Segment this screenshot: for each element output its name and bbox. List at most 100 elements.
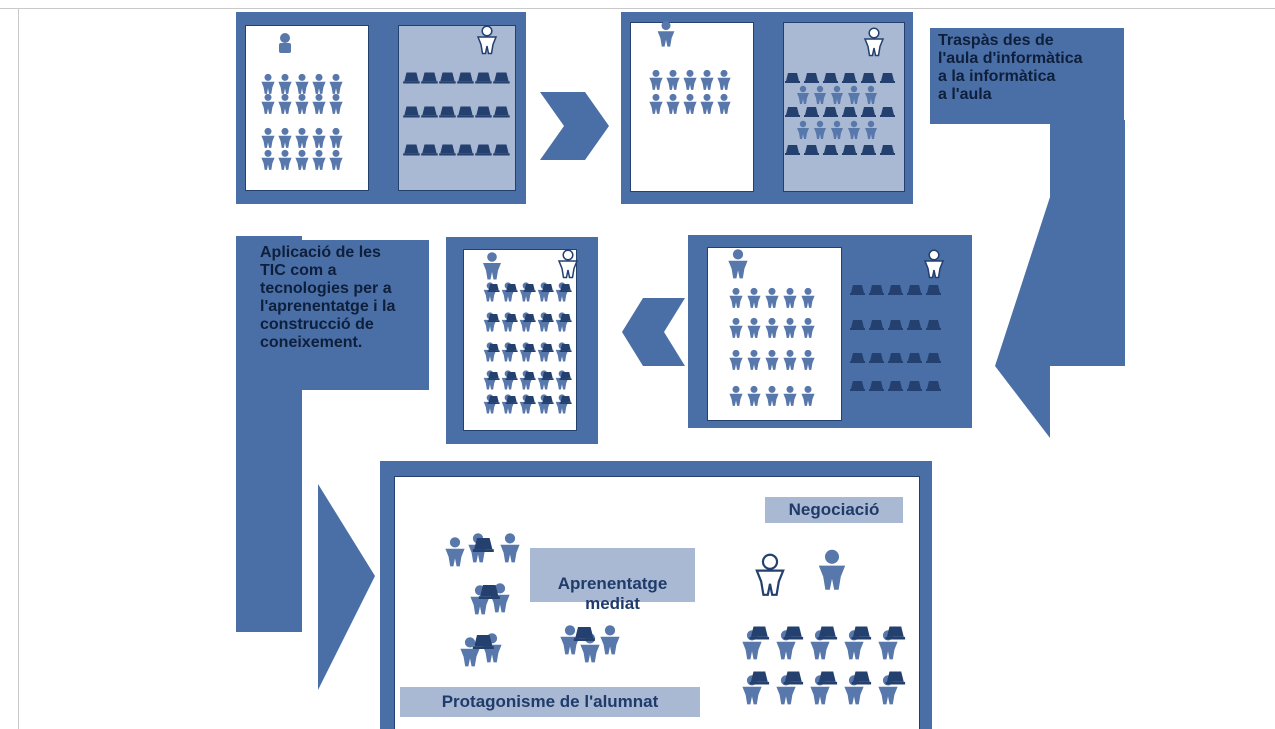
laptop-figure <box>842 73 857 83</box>
person-figure <box>818 549 846 590</box>
panel-1-computer-grid <box>403 25 510 156</box>
person-figure <box>312 73 326 94</box>
laptop-figure <box>851 671 872 685</box>
person-figure <box>500 533 520 563</box>
person-figure <box>831 120 843 139</box>
person-figure <box>747 317 761 338</box>
label-protagonisme: Protagonisme de l'alumnat <box>400 687 700 717</box>
person-figure <box>783 385 797 406</box>
person-figure <box>649 93 663 114</box>
laptop-figure <box>457 106 474 118</box>
person-figure <box>801 317 815 338</box>
laptop-figure <box>421 106 438 118</box>
laptop-figure <box>804 107 819 117</box>
laptop-figure <box>817 671 838 685</box>
laptop-figure <box>869 381 884 391</box>
laptop-figure <box>823 145 838 155</box>
laptop-figure <box>541 344 554 352</box>
person-figure <box>797 120 809 139</box>
person-figure <box>747 349 761 370</box>
chevron-right-arrow <box>540 92 609 160</box>
panel-3-computer-grid <box>850 249 945 391</box>
person-figure <box>814 120 826 139</box>
panel-2-student-grid <box>649 21 731 114</box>
laptop-figure <box>785 73 800 83</box>
person-figure <box>657 21 675 47</box>
laptop-figure <box>487 372 500 380</box>
laptop-figure <box>493 144 510 156</box>
person-figure <box>460 637 480 667</box>
laptop-figure <box>785 145 800 155</box>
person-figure <box>683 69 697 90</box>
laptop-figure <box>523 284 536 292</box>
laptop-figure <box>472 635 494 649</box>
laptop-figure <box>541 372 554 380</box>
chevron-left-arrow <box>622 298 685 366</box>
person-figure <box>765 349 779 370</box>
laptop-figure <box>850 285 865 295</box>
laptop-figure <box>749 626 770 640</box>
person-figure <box>848 120 860 139</box>
person-figure <box>765 317 779 338</box>
laptop-figure <box>457 72 474 84</box>
note-traspas-text: Traspàs des de l'aula d'informàtica a la… <box>938 32 1083 103</box>
laptop-figure <box>487 396 500 404</box>
person-figure <box>765 287 779 308</box>
laptop-figure <box>880 107 895 117</box>
laptop-figure <box>907 320 922 330</box>
person-figure <box>729 385 743 406</box>
person-figure <box>666 93 680 114</box>
laptop-figure <box>850 381 865 391</box>
person-figure <box>747 385 761 406</box>
laptop-figure <box>505 284 518 292</box>
person-figure <box>261 149 275 170</box>
panel-4-student-area <box>463 249 577 431</box>
person-figure <box>700 93 714 114</box>
label-aprenentatge: Aprenentatge mediat <box>530 548 695 613</box>
laptop-figure <box>559 372 572 380</box>
person-figure <box>729 349 743 370</box>
laptop-figure <box>861 73 876 83</box>
person-figure <box>700 69 714 90</box>
laptop-figure <box>541 284 554 292</box>
laptop-figure <box>421 144 438 156</box>
person-figure <box>728 249 748 279</box>
person-figure <box>295 93 309 114</box>
person-figure <box>765 385 779 406</box>
person-figure <box>490 583 510 613</box>
laptop-figure <box>926 353 941 363</box>
laptop-figure <box>888 381 903 391</box>
laptop-figure <box>869 320 884 330</box>
laptop-figure <box>523 344 536 352</box>
label-negociacio-text: Negociació <box>788 500 880 519</box>
laptop-figure <box>926 381 941 391</box>
frame-top-line <box>0 8 1275 9</box>
laptop-figure <box>888 353 903 363</box>
label-negociacio: Negociació <box>765 497 903 523</box>
bottom-groups <box>445 533 906 705</box>
laptop-figure <box>487 344 500 352</box>
person-figure <box>783 287 797 308</box>
person-figure <box>863 27 885 57</box>
person-figure <box>729 287 743 308</box>
laptop-figure <box>478 585 500 599</box>
laptop-figure <box>523 396 536 404</box>
laptop-figure <box>817 626 838 640</box>
person-figure <box>560 625 580 655</box>
person-figure <box>312 93 326 114</box>
laptop-figure <box>493 72 510 84</box>
laptop-figure <box>888 320 903 330</box>
note-traspas: Traspàs des de l'aula d'informàtica a la… <box>930 28 1124 124</box>
person-figure <box>329 73 343 94</box>
laptop-figure <box>403 144 420 156</box>
person-figure <box>329 93 343 114</box>
person-figure <box>865 120 877 139</box>
laptop-figure <box>907 285 922 295</box>
laptop-figure <box>559 284 572 292</box>
laptop-figure <box>885 626 906 640</box>
panel-4-mixed-grid <box>483 249 579 414</box>
laptop-figure <box>885 671 906 685</box>
panel-1-student-grid <box>261 73 343 170</box>
laptop-figure <box>541 396 554 404</box>
person-figure <box>649 69 663 90</box>
